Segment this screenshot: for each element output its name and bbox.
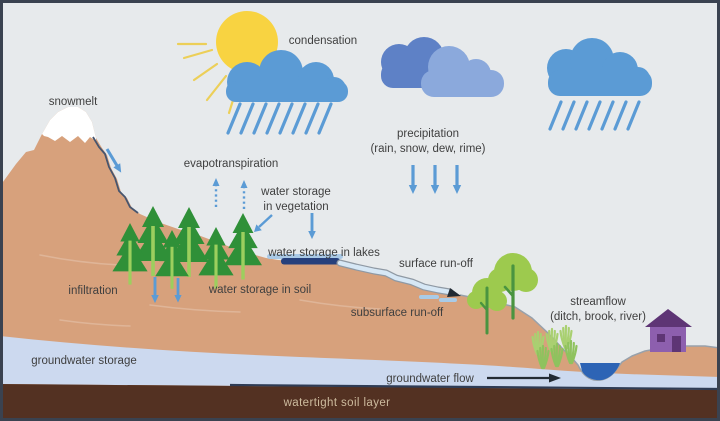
lake: [267, 254, 343, 265]
rain-cloud-right-icon: [547, 38, 652, 96]
label-watertight-soil-layer: watertight soil layer: [283, 397, 391, 409]
label-evapotranspiration: evapotranspiration: [184, 158, 279, 170]
groundwater-band: [0, 336, 720, 390]
vegetation-arrows: [254, 211, 318, 241]
label-groundwater-flow: groundwater flow: [386, 373, 474, 385]
deciduous-tree-icon: [467, 278, 507, 335]
slope-line: [92, 136, 139, 214]
label-precipitation-2: (rain, snow, dew, rime): [370, 143, 485, 155]
cloud-pair-icon: [381, 37, 504, 97]
terrain-texture: [39, 254, 381, 327]
label-precipitation-1: precipitation: [397, 128, 459, 140]
label-water-storage-vegetation-1: water storage: [260, 186, 331, 198]
stream-water: [580, 363, 620, 381]
house-window: [657, 334, 665, 342]
label-water-storage-soil: water storage in soil: [208, 284, 311, 296]
label-water-storage-vegetation-2: in vegetation: [263, 201, 328, 213]
rain-left-icon: [226, 102, 333, 135]
label-condensation: condensation: [289, 35, 357, 47]
label-water-storage-lakes: water storage in lakes: [267, 247, 380, 259]
surface-runoff-stream: [336, 259, 461, 297]
label-surface-runoff: surface run-off: [399, 258, 474, 270]
label-streamflow-2: (ditch, brook, river): [550, 311, 646, 323]
deciduous-trees: [467, 253, 538, 335]
label-streamflow-1: streamflow: [570, 296, 626, 308]
diagram-labels: condensation snowmelt evapotranspiration…: [31, 35, 646, 409]
watertight-soil-band: [0, 384, 720, 421]
rain-right-icon: [548, 100, 641, 131]
label-infiltration: infiltration: [68, 285, 117, 297]
cloud-light-icon: [421, 46, 504, 97]
subsurface-runoff-dashes: [419, 295, 457, 302]
terrain: [0, 107, 720, 405]
house-door: [672, 336, 681, 352]
label-subsurface-runoff: subsurface run-off: [351, 307, 444, 319]
snow-cap-icon: [42, 107, 96, 143]
rain-cloud-left-icon: [226, 50, 348, 102]
groundwater-flow-arrow: [487, 373, 561, 383]
label-snowmelt: snowmelt: [49, 96, 98, 108]
sun-icon: [176, 11, 278, 115]
house-icon: [645, 309, 692, 352]
label-groundwater-storage: groundwater storage: [31, 355, 136, 367]
soil-top-line: [229, 383, 720, 391]
surface-runoff-arrowhead: [447, 288, 461, 297]
